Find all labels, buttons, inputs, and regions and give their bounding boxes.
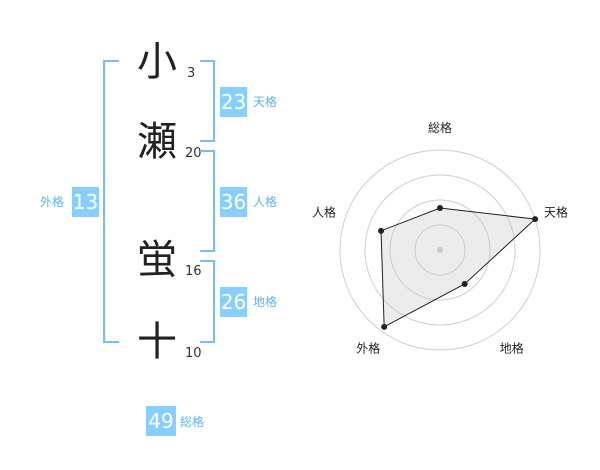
tenkaku-label: 天格	[253, 95, 278, 109]
radar-point-5	[378, 227, 385, 234]
jinkaku-bracket	[200, 150, 215, 252]
gaikaku-value: 13	[72, 187, 99, 217]
radar-ring	[414, 224, 466, 276]
radar-ring	[364, 174, 516, 326]
soukaku-value: 49	[146, 406, 176, 436]
chikaku-bracket	[200, 260, 215, 343]
chikaku-value: 26	[220, 287, 247, 317]
stroke-count-3: 16	[185, 264, 202, 279]
radar-axis-label: 地格	[500, 341, 524, 356]
stroke-count-4: 10	[185, 346, 202, 361]
gaikaku-label: 外格	[40, 195, 65, 209]
radar-center-dot	[437, 247, 443, 253]
radar-ring	[339, 149, 541, 351]
radar-polygon	[380, 207, 537, 328]
stroke-count-1: 3	[187, 66, 196, 81]
radar-point-2	[532, 216, 539, 223]
tenkaku-bracket	[200, 60, 215, 142]
radar-axis-label: 人格	[312, 204, 336, 219]
radar-point-1	[437, 205, 443, 211]
soukaku-label: 総格	[180, 415, 205, 429]
radar-axis-label: 総格	[428, 120, 452, 135]
radar-ring	[389, 199, 491, 301]
jinkaku-label: 人格	[253, 195, 278, 209]
name-char-1: 小	[137, 39, 177, 85]
name-char-2: 瀬	[137, 119, 177, 165]
radar-point-4	[381, 323, 388, 330]
chikaku-label: 地格	[253, 295, 278, 309]
radar-axis-label: 天格	[544, 204, 568, 219]
tenkaku-value: 23	[220, 87, 247, 117]
radar-point-3	[461, 280, 468, 287]
name-char-3: 蛍	[137, 237, 177, 283]
radar-axis-label: 外格	[356, 341, 380, 356]
name-char-4: 十	[137, 319, 177, 365]
gaikaku-bracket	[103, 60, 119, 343]
stroke-count-2: 20	[185, 146, 202, 161]
jinkaku-value: 36	[220, 187, 247, 217]
